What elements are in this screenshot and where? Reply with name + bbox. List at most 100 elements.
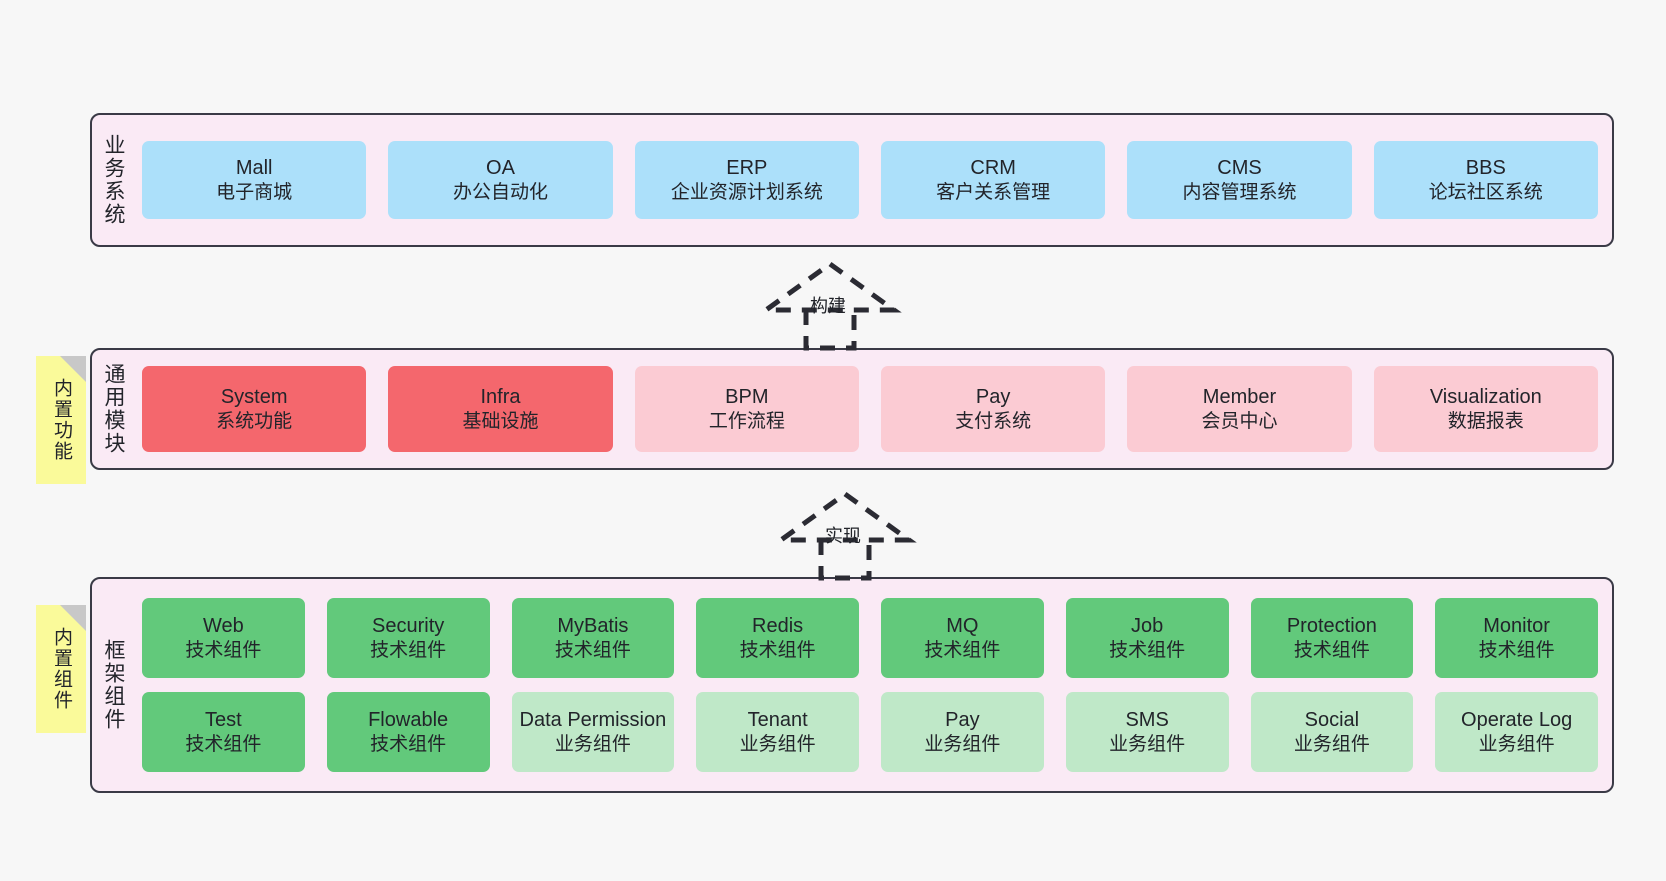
card-title: Job xyxy=(1131,614,1164,637)
sticky-note-builtin-component: 内置组件 xyxy=(36,605,86,733)
layer-body-business-system: Mall 电子商城 OA 办公自动化 ERP 企业资源计划系统 CRM 客户关系… xyxy=(134,115,1612,245)
card-subtitle: 技术组件 xyxy=(1109,639,1186,661)
arrow-head-triangle xyxy=(773,490,917,543)
card-title: MQ xyxy=(946,614,979,637)
card-title: Infra xyxy=(480,385,521,408)
card-subtitle: 客户关系管理 xyxy=(936,181,1051,203)
card-mall[interactable]: Mall 电子商城 xyxy=(142,141,367,219)
card-title: MyBatis xyxy=(557,614,629,637)
card-monitor[interactable]: Monitor 技术组件 xyxy=(1435,598,1598,678)
card-subtitle: 技术组件 xyxy=(370,733,447,755)
card-title: Test xyxy=(205,708,242,731)
card-title: Data Permission xyxy=(519,708,667,731)
layer-framework-component: 框架组件 Web 技术组件 Security 技术组件 MyBatis 技术组件… xyxy=(90,577,1614,793)
layer-common-module: 通用模块 System 系统功能 Infra 基础设施 BPM 工作流程 Pay… xyxy=(90,348,1614,470)
card-title: System xyxy=(220,385,288,408)
card-subtitle: 技术组件 xyxy=(739,639,816,661)
arrow-stem xyxy=(803,310,857,351)
card-subtitle: 技术组件 xyxy=(185,733,262,755)
card-tenant[interactable]: Tenant 业务组件 xyxy=(696,692,859,772)
card-social[interactable]: Social 业务组件 xyxy=(1250,692,1414,772)
card-infra[interactable]: Infra 基础设施 xyxy=(388,366,613,452)
connector-build: 构建 xyxy=(758,260,902,351)
card-member[interactable]: Member 会员中心 xyxy=(1127,366,1352,452)
card-redis[interactable]: Redis 技术组件 xyxy=(696,598,859,678)
card-title: BPM xyxy=(725,385,769,408)
card-title: SMS xyxy=(1125,708,1169,731)
card-sms[interactable]: SMS 业务组件 xyxy=(1065,692,1229,772)
card-row: Mall 电子商城 OA 办公自动化 ERP 企业资源计划系统 CRM 客户关系… xyxy=(142,141,1598,219)
card-title: Mall xyxy=(235,156,273,179)
card-subtitle: 技术组件 xyxy=(924,639,1001,661)
sticky-fold-corner-icon xyxy=(60,356,86,382)
card-title: Redis xyxy=(752,614,804,637)
card-title: Pay xyxy=(945,708,980,731)
card-subtitle: 会员中心 xyxy=(1201,410,1278,432)
card-subtitle: 电子商城 xyxy=(216,181,293,203)
card-title: Web xyxy=(202,614,244,637)
layer-title-common-module: 通用模块 xyxy=(102,363,126,455)
card-title: Operate Log xyxy=(1461,708,1573,731)
card-title: Monitor xyxy=(1483,614,1550,637)
card-visualization[interactable]: Visualization 数据报表 xyxy=(1373,366,1598,452)
layer-business-system: 业务系统 Mall 电子商城 OA 办公自动化 ERP 企业资源计划系统 CRM… xyxy=(90,113,1614,247)
card-subtitle: 企业资源计划系统 xyxy=(670,181,823,203)
card-crm[interactable]: CRM 客户关系管理 xyxy=(880,141,1106,219)
connector-implement-label: 实现 xyxy=(825,526,861,546)
card-row: Test 技术组件 Flowable 技术组件 Data Permission … xyxy=(142,692,1598,772)
card-subtitle: 业务组件 xyxy=(554,733,631,755)
card-protection[interactable]: Protection 技术组件 xyxy=(1250,598,1414,678)
card-subtitle: 技术组件 xyxy=(554,639,631,661)
card-subtitle: 技术组件 xyxy=(1478,639,1555,661)
card-bbs[interactable]: BBS 论坛社区系统 xyxy=(1373,141,1598,219)
card-test[interactable]: Test 技术组件 xyxy=(142,692,305,772)
card-title: ERP xyxy=(726,156,768,179)
card-title: CMS xyxy=(1217,156,1262,179)
card-erp[interactable]: ERP 企业资源计划系统 xyxy=(634,141,859,219)
card-title: CRM xyxy=(970,156,1016,179)
card-subtitle: 系统功能 xyxy=(216,410,293,432)
layer-title-business-system: 业务系统 xyxy=(102,134,126,226)
card-cms[interactable]: CMS 内容管理系统 xyxy=(1127,141,1352,219)
card-subtitle: 技术组件 xyxy=(1293,639,1370,661)
card-title: BBS xyxy=(1465,156,1506,179)
sticky-note-builtin-function: 内置功能 xyxy=(36,356,86,484)
card-mybatis[interactable]: MyBatis 技术组件 xyxy=(511,598,675,678)
card-row: System 系统功能 Infra 基础设施 BPM 工作流程 Pay 支付系统… xyxy=(142,366,1598,452)
layer-body-framework-component: Web 技术组件 Security 技术组件 MyBatis 技术组件 Redi… xyxy=(134,579,1612,791)
card-subtitle: 业务组件 xyxy=(1293,733,1370,755)
card-subtitle: 业务组件 xyxy=(924,733,1001,755)
card-pay-component[interactable]: Pay 业务组件 xyxy=(881,692,1044,772)
card-subtitle: 论坛社区系统 xyxy=(1428,181,1543,203)
card-subtitle: 业务组件 xyxy=(1478,733,1555,755)
card-subtitle: 办公自动化 xyxy=(452,181,548,203)
card-flowable[interactable]: Flowable 技术组件 xyxy=(326,692,490,772)
card-subtitle: 数据报表 xyxy=(1447,410,1524,432)
card-bpm[interactable]: BPM 工作流程 xyxy=(634,366,859,452)
card-security[interactable]: Security 技术组件 xyxy=(326,598,490,678)
card-job[interactable]: Job 技术组件 xyxy=(1065,598,1229,678)
card-title: Security xyxy=(372,614,445,637)
connector-implement: 实现 xyxy=(773,490,917,581)
card-oa[interactable]: OA 办公自动化 xyxy=(388,141,613,219)
card-pay[interactable]: Pay 支付系统 xyxy=(880,366,1106,452)
card-title: Tenant xyxy=(747,708,808,731)
card-subtitle: 工作流程 xyxy=(708,410,785,432)
card-mq[interactable]: MQ 技术组件 xyxy=(881,598,1044,678)
card-row: Web 技术组件 Security 技术组件 MyBatis 技术组件 Redi… xyxy=(142,598,1598,678)
card-subtitle: 支付系统 xyxy=(955,410,1032,432)
layer-title-framework-component: 框架组件 xyxy=(102,639,126,731)
connector-build-label: 构建 xyxy=(810,296,846,316)
card-title: OA xyxy=(486,156,515,179)
card-title: Member xyxy=(1202,385,1277,408)
card-operate-log[interactable]: Operate Log 业务组件 xyxy=(1435,692,1598,772)
card-title: Flowable xyxy=(368,708,449,731)
sticky-note-label: 内置组件 xyxy=(50,627,72,711)
card-title: Protection xyxy=(1286,614,1377,637)
card-subtitle: 业务组件 xyxy=(739,733,816,755)
card-system[interactable]: System 系统功能 xyxy=(142,366,367,452)
card-subtitle: 基础设施 xyxy=(462,410,539,432)
card-subtitle: 业务组件 xyxy=(1109,733,1186,755)
card-data-permission[interactable]: Data Permission 业务组件 xyxy=(511,692,675,772)
card-web[interactable]: Web 技术组件 xyxy=(142,598,305,678)
